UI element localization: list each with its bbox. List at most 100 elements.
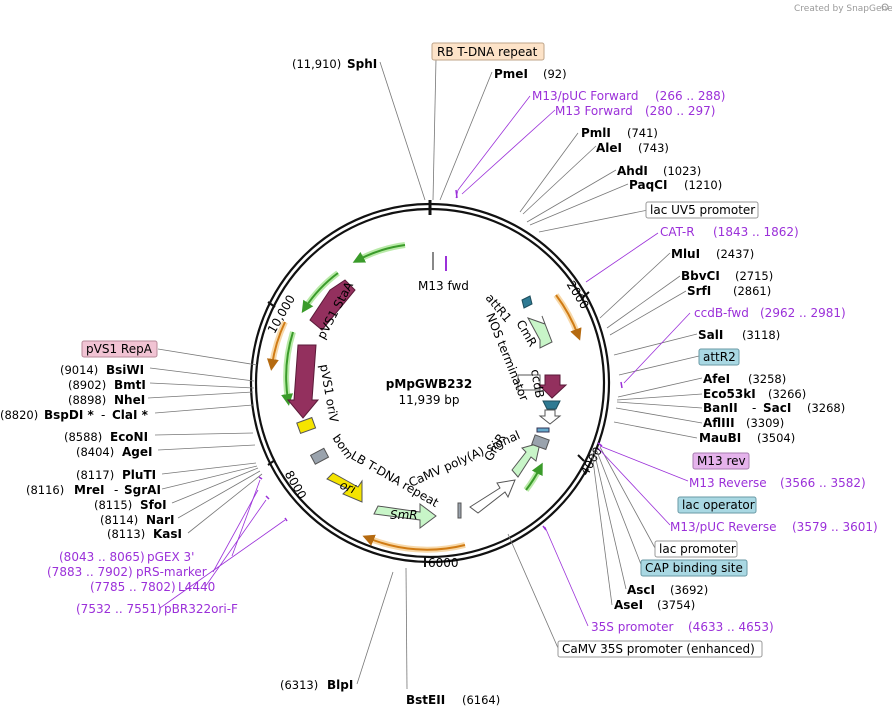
saci-name: SacI (763, 401, 791, 415)
sali-name: SalI (698, 328, 723, 342)
sfoi-pos: (8115) (94, 498, 132, 512)
label-smr: SmR (390, 508, 418, 522)
smr-arrow (373, 503, 437, 529)
mlui-name: MluI (671, 247, 700, 261)
agei-name: AgeI (122, 445, 152, 459)
m13-reverse-range: (3566 .. 3582) (780, 476, 866, 490)
bmti-pos: (8902) (68, 378, 106, 392)
gmr-arrow (511, 442, 541, 478)
sfoi-name: SfoI (140, 498, 167, 512)
bsteii-name: BstEII (406, 693, 445, 707)
blpi-name: BlpI (327, 678, 353, 692)
m13puc-rev-name: M13/pUC Reverse (670, 520, 777, 534)
pvs1-repa-label: pVS1 RepA (86, 342, 153, 356)
bom-box (309, 447, 330, 465)
pbr322-name: pBR322ori-F (164, 602, 238, 616)
maubi-name: MauBI (699, 431, 741, 445)
plasmid-name: pMpGWB232 (386, 377, 472, 391)
econi-pos: (8588) (64, 430, 102, 444)
l4440-name: L4440 (178, 580, 215, 594)
pvs1-staa-arrow (309, 279, 356, 331)
mrei-sep: - (114, 483, 118, 497)
kasi-name: KasI (153, 527, 182, 541)
bspdi-pos: (8820) (0, 408, 38, 422)
m13puc-fwd-name: M13/pUC Forward (532, 89, 639, 103)
attr1-icon (521, 295, 533, 309)
pvs1-oriv-box (296, 416, 317, 435)
snapgene-logo-icon (881, 3, 889, 11)
ruler-ticks (267, 291, 590, 567)
lac-operator-box (677, 496, 757, 514)
pvs1-repa-box (81, 340, 158, 358)
cap-binding-box (640, 559, 748, 577)
kasi-pos: (8113) (107, 527, 145, 541)
paqci-name: PaqCI (629, 178, 667, 192)
econi-name: EcoNI (110, 430, 148, 444)
m13-rev-box (692, 452, 750, 470)
srfi-name: SrfI (687, 284, 711, 298)
ccdb-attr-icon (542, 400, 561, 410)
attr2-marker (536, 427, 550, 433)
ccdb-arrow (537, 374, 568, 399)
35s-promoter-range: (4633 .. 4653) (688, 620, 774, 634)
lac-uv5-box (645, 201, 759, 219)
pmei-pos: (92) (543, 67, 567, 81)
sphi-name: SphI (347, 57, 377, 71)
m13-fwd-name: M13 Forward (555, 104, 633, 118)
pvs1-repa-arrow (286, 344, 320, 419)
bbvci-pos: (2715) (735, 269, 773, 283)
maubi-pos: (3504) (757, 431, 795, 445)
lac-operator-label: lac operator (682, 498, 755, 512)
ruler-2000: 2000 (564, 278, 592, 311)
prs-marker-range: (7883 .. 7902) (47, 565, 133, 579)
alei-pos: (743) (638, 141, 669, 155)
paqci-pos: (1210) (684, 178, 722, 192)
mlui-pos: (2437) (716, 247, 754, 261)
ahdi-pos: (1023) (663, 164, 701, 178)
nari-pos: (8114) (100, 513, 138, 527)
leader-lines (147, 58, 703, 690)
banii-pos: (3268) (807, 401, 845, 415)
camv-polya-arrow (469, 479, 516, 514)
m13-rev-label: M13 rev (697, 454, 746, 468)
nos-terminator-box (517, 374, 541, 391)
ccdb-terminal-arrow (538, 409, 562, 425)
clai-name: ClaI * (112, 408, 149, 422)
bmti-name: BmtI (114, 378, 146, 392)
m13-primer-tick (445, 256, 447, 271)
banii-sep: - (752, 401, 756, 415)
primer-ticks (258, 189, 623, 531)
m13puc-rev-range: (3579 .. 3601) (792, 520, 878, 534)
lac-promoter-box (654, 540, 738, 558)
label-ori: ori (338, 478, 358, 497)
rb-repeat-box (431, 42, 545, 61)
blpi-pos: (6313) (280, 678, 318, 692)
cat-r-name: CAT-R (660, 225, 695, 239)
camv-35s-box (557, 640, 763, 658)
eco53ki-pos: (3266) (768, 387, 806, 401)
bsiwi-name: BsiWI (106, 363, 144, 377)
pbr322-range: (7532 .. 7551) (76, 602, 162, 616)
nhei-pos: (8898) (68, 393, 106, 407)
alei-name: AleI (596, 141, 622, 155)
m13puc-fwd-range: (266 .. 288) (655, 89, 725, 103)
afliii-name: AflIII (703, 416, 735, 430)
mrei-pos: (8116) (26, 483, 64, 497)
gmr-box (531, 434, 550, 451)
pmei-name: PmeI (494, 67, 528, 81)
pluti-pos: (8117) (76, 468, 114, 482)
lb-repeat-box (457, 502, 462, 519)
asci-pos: (3692) (670, 583, 708, 597)
label-camv-polya: CaMV poly(A) signal (407, 428, 523, 490)
pgex3-range: (8043 .. 8065) (59, 550, 145, 564)
afei-pos: (3258) (748, 372, 786, 386)
nhei-name: NheI (114, 393, 145, 407)
afei-name: AfeI (703, 372, 730, 386)
srfi-pos: (2861) (733, 284, 771, 298)
attr2-label: attR2 (703, 350, 736, 364)
banii-name: BanII (703, 401, 738, 415)
afliii-pos: (3309) (746, 416, 784, 430)
plasmid-length: 11,939 bp (398, 393, 459, 407)
